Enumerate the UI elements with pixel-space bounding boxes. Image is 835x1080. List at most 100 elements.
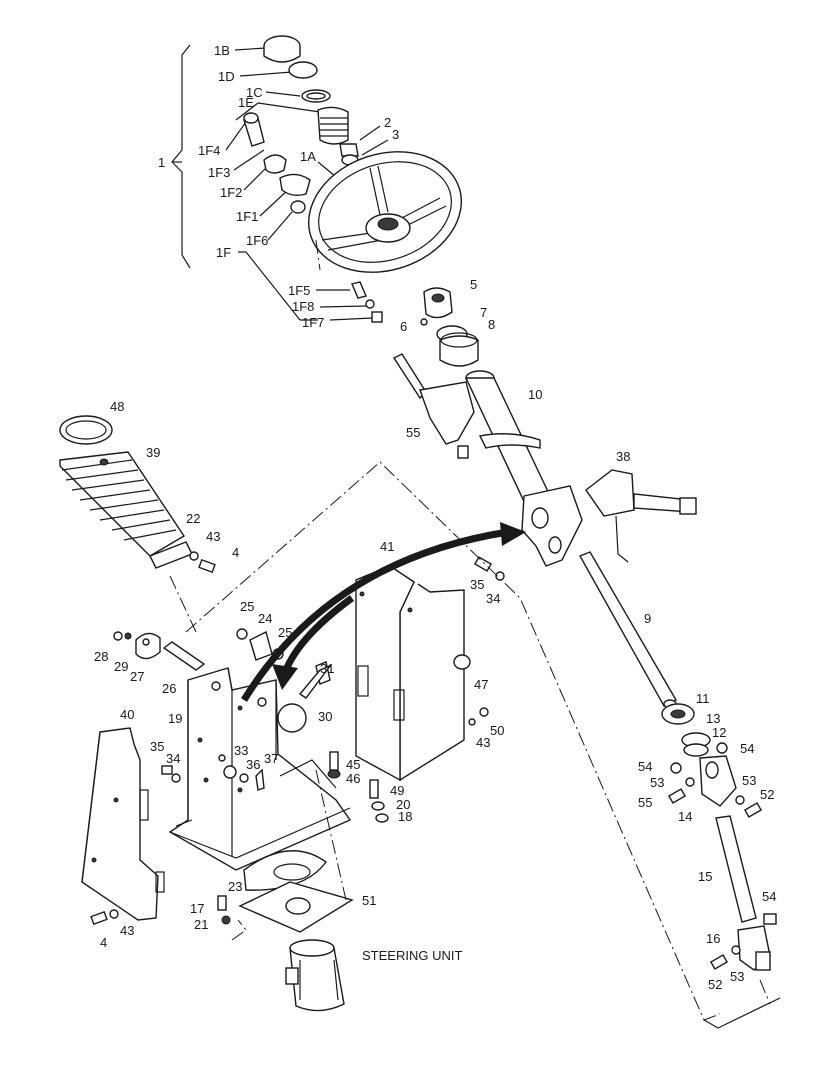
callout-label: 15 (698, 869, 713, 884)
callout-label: 35 (150, 739, 165, 754)
right-bracket (703, 997, 781, 1029)
callout-label: 43 (120, 923, 135, 938)
side-panel (355, 565, 465, 782)
intermediate-shaft (709, 815, 777, 971)
callout-label: 54 (740, 741, 755, 756)
callout-label: 5 (470, 277, 478, 292)
callout-label: 13 (706, 711, 721, 726)
callout-label: 33 (234, 743, 249, 758)
callout-label: 17 (190, 901, 205, 916)
callout-label: 39 (146, 445, 161, 460)
callout-label: 3 (392, 127, 400, 142)
callout-label: 55 (638, 795, 653, 810)
callout-label: 54 (762, 889, 777, 904)
callout-label: 52 (708, 977, 723, 992)
callout-label: 1F4 (198, 143, 221, 158)
assembly-bracket (171, 44, 191, 269)
wheel-cap-parts (243, 35, 359, 214)
light-switch (585, 469, 697, 563)
alignment-lines (169, 239, 771, 1021)
callout-label: 46 (346, 771, 361, 786)
callout-label: 16 (706, 931, 721, 946)
callout-label: 55 (406, 425, 421, 440)
callout-label: 20 (396, 797, 411, 812)
bearing-parts (420, 287, 479, 367)
steering-unit-caption: STEERING UNIT (362, 948, 463, 963)
callout-label: 19 (168, 711, 183, 726)
callout-label: 34 (486, 591, 501, 606)
callout-label: 47 (474, 677, 489, 692)
callout-label: 21 (194, 917, 209, 932)
callout-label: 54 (638, 759, 653, 774)
callout-label: 45 (346, 757, 361, 772)
callout-label: 38 (616, 449, 631, 464)
small-fasteners-1F (351, 281, 383, 323)
callout-label: 1F6 (246, 233, 269, 248)
callout-label: 1F3 (208, 165, 231, 180)
callout-label: 1B (214, 43, 230, 58)
callout-label: 24 (258, 611, 273, 626)
callout-label: 1F1 (236, 209, 259, 224)
callout-label: 51 (362, 893, 377, 908)
callout-label: 36 (246, 757, 261, 772)
callout-label: 26 (162, 681, 177, 696)
steering-wheel (307, 151, 463, 273)
callout-label: 28 (94, 649, 109, 664)
callout-label: 7 (480, 305, 488, 320)
callout-label: 1F5 (288, 283, 311, 298)
callout-label: 1F2 (220, 185, 243, 200)
callout-label: 4 (232, 545, 240, 560)
callout-label: 9 (644, 611, 652, 626)
callout-label: 25 (240, 599, 255, 614)
callout-label: 35 (470, 577, 485, 592)
callout-label: 49 (390, 783, 405, 798)
turn-signal-switch (392, 353, 475, 459)
callout-label: 4 (100, 935, 108, 950)
callout-label: 53 (742, 773, 757, 788)
callout-label: 43 (476, 735, 491, 750)
callout-label: 14 (678, 809, 693, 824)
callout-label: 22 (186, 511, 201, 526)
callout-label: 1 (158, 155, 166, 170)
misc-fasteners (90, 551, 505, 926)
pedestal-stand (168, 667, 352, 871)
callout-label: 52 (760, 787, 775, 802)
callout-label: 1A (300, 149, 316, 164)
left-support-bracket (81, 727, 165, 921)
lower-bearing-ujoint (661, 703, 763, 818)
motion-arrows (241, 522, 526, 702)
callout-label: 25 (278, 625, 293, 640)
callout-label: 30 (318, 709, 333, 724)
callout-label: 1F7 (302, 315, 325, 330)
callout-label: 43 (206, 529, 221, 544)
steering-shaft (578, 551, 677, 709)
callout-label: 34 (166, 751, 181, 766)
callout-label: 27 (130, 669, 145, 684)
callout-label: 18 (398, 809, 413, 824)
mounting-plate-steering-unit (238, 850, 354, 1012)
callout-label: 48 (110, 399, 125, 414)
callout-label: 1D (218, 69, 235, 84)
callout-label: 12 (712, 725, 727, 740)
callout-label: 1F (216, 245, 232, 260)
callout-label: 1E (238, 95, 254, 110)
rubber-boot (59, 415, 193, 569)
callout-label: 1C (246, 85, 263, 100)
steering-column-tube (464, 370, 583, 567)
callout-label: 31 (320, 661, 335, 676)
callout-label: 6 (400, 319, 408, 334)
leader-lines-top (225, 47, 389, 321)
callout-label: 37 (264, 751, 279, 766)
callout-label: 1F8 (292, 299, 315, 314)
callout-label: 50 (490, 723, 505, 738)
lever-parts (113, 628, 333, 733)
callout-label: 53 (730, 969, 745, 984)
callout-label: 40 (120, 707, 135, 722)
callout-label: 10 (528, 387, 543, 402)
callout-label: 41 (380, 539, 395, 554)
callout-label: 8 (488, 317, 496, 332)
callout-label: 11 (696, 691, 710, 706)
callout-label: 53 (650, 775, 665, 790)
callout-label: 2 (384, 115, 392, 130)
